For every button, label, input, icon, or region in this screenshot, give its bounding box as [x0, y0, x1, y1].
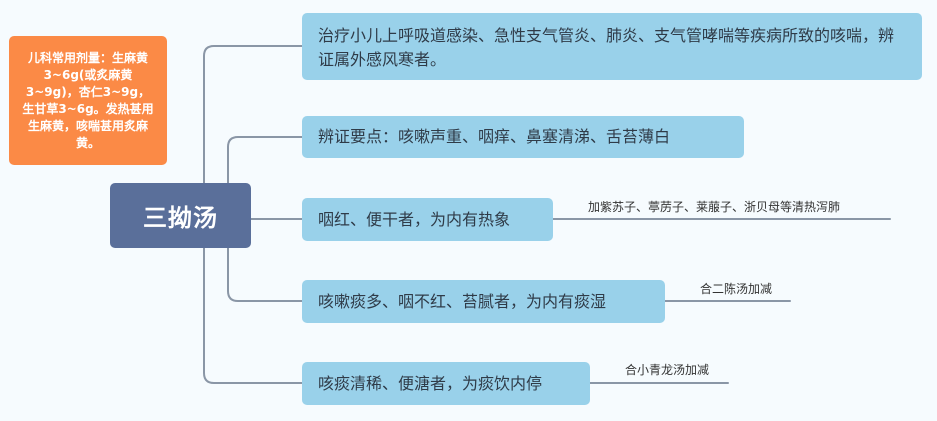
connector-root-b2: [227, 136, 303, 184]
branch-label: 咳嗽痰多、咽不红、苔腻者，为内有痰湿: [318, 291, 607, 311]
branch-indication[interactable]: 治疗小儿上呼吸道感染、急性支气管炎、肺炎、支气管哮喘等疾病所致的咳喘，辨证属外感…: [302, 13, 922, 80]
branch-heat-sign[interactable]: 咽红、便干者，为内有热象: [302, 198, 553, 241]
branch-label: 治疗小儿上呼吸道感染、急性支气管炎、肺炎、支气管哮喘等疾病所致的咳喘，辨证属外感…: [318, 25, 895, 69]
connector-root-b4: [227, 247, 303, 302]
dosage-note: 儿科常用剂量：生麻黄3~6g(或炙麻黄3~9g)，杏仁3~9g，生甘草3~6g。…: [9, 36, 167, 165]
root-topic-label: 三拗汤: [143, 204, 218, 232]
branch-label: 咽红、便干者，为内有热象: [318, 209, 511, 229]
branch-label: 咳痰清稀、便溏者，为痰饮内停: [318, 373, 543, 393]
branch-label: 辨证要点：咳嗽声重、咽痒、鼻塞清涕、舌苔薄白: [318, 127, 671, 146]
branch-phlegm-damp[interactable]: 咳嗽痰多、咽不红、苔腻者，为内有痰湿: [302, 280, 665, 323]
branch-phlegm-fluid[interactable]: 咳痰清稀、便溏者，为痰饮内停: [302, 362, 590, 405]
connector-root-b1: [203, 45, 303, 184]
branch-key-points[interactable]: 辨证要点：咳嗽声重、咽痒、鼻塞清涕、舌苔薄白: [302, 116, 744, 158]
connector-root-b5: [203, 247, 303, 384]
leaf-erchen-decoction[interactable]: 合二陈汤加减: [700, 282, 773, 296]
leaf-xiaoqinglong-decoction[interactable]: 合小青龙汤加减: [625, 363, 710, 377]
leaf-heat-treatment[interactable]: 加紫苏子、葶苈子、莱菔子、浙贝母等清热泻肺: [588, 200, 841, 214]
dosage-note-text: 儿科常用剂量：生麻黄3~6g(或炙麻黄3~9g)，杏仁3~9g，生甘草3~6g。…: [22, 50, 154, 150]
root-topic[interactable]: 三拗汤: [110, 183, 251, 248]
